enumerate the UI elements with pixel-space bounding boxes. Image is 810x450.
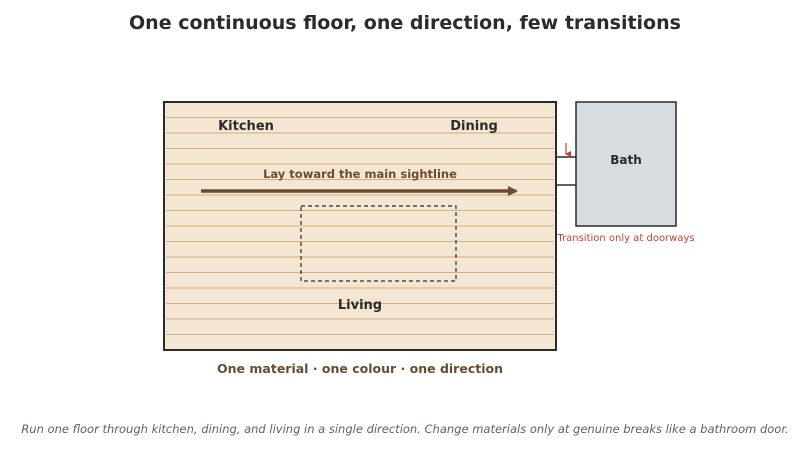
floor-summary-label: One material · one colour · one directio…	[217, 361, 503, 376]
living-label: Living	[338, 298, 382, 313]
open-plan-floor	[163, 101, 557, 351]
page-title: One continuous floor, one direction, few…	[129, 12, 681, 34]
kitchen-label: Kitchen	[218, 119, 274, 134]
floor-outline	[163, 101, 557, 351]
bath-room	[575, 101, 677, 227]
rug-outline	[300, 205, 457, 282]
doorway	[556, 156, 576, 186]
bath-label: Bath	[610, 153, 642, 167]
transition-note: Transition only at doorways	[556, 233, 694, 244]
direction-label: Lay toward the main sightline	[263, 167, 457, 181]
caption: Run one floor through kitchen, dining, a…	[21, 422, 788, 436]
plank-lines	[166, 117, 554, 335]
dining-label: Dining	[450, 119, 498, 134]
